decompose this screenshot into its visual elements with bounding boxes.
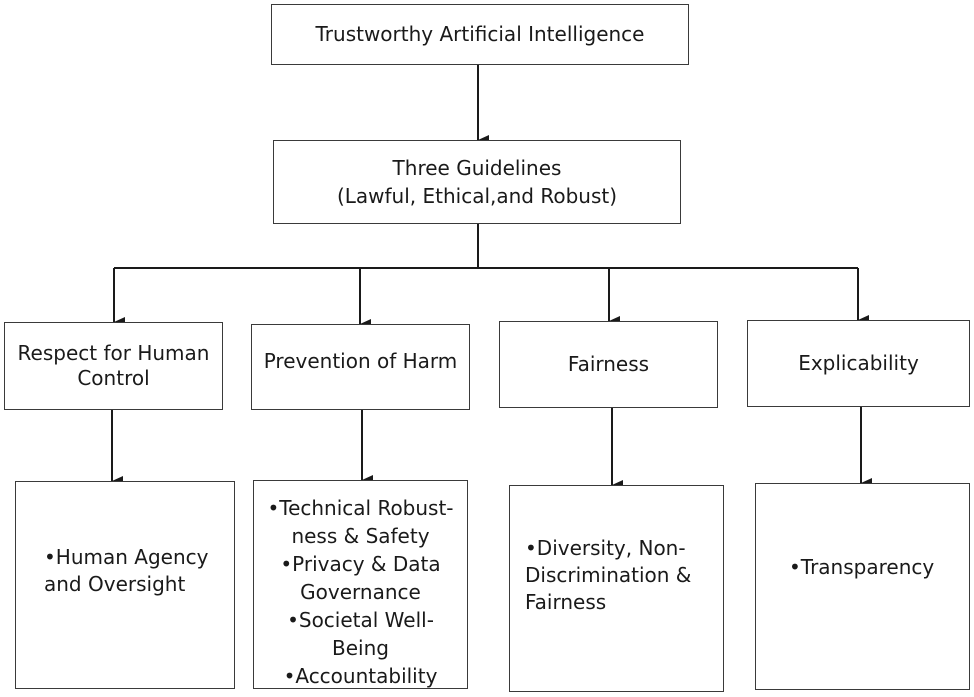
guidelines-node: Three Guidelines (Lawful, Ethical,and Ro… (273, 140, 681, 224)
requirements-list: •Transparency (789, 554, 969, 581)
principle-node: Fairness (499, 321, 718, 408)
principle-node: Explicability (747, 320, 970, 407)
guidelines-subtitle: (Lawful, Ethical,and Robust) (336, 183, 618, 208)
root-label: Trustworthy Artificial Intelligence (315, 22, 645, 46)
requirements-box: •Human Agency and Oversight (15, 481, 235, 689)
requirements-box: •Technical Robust- ness & Safety •Privac… (253, 480, 468, 689)
requirements-box: •Diversity, Non- Discrimination & Fairne… (509, 485, 724, 692)
principle-node: Respect for Human Control (4, 322, 223, 410)
requirement-item: •Accountability (283, 664, 438, 688)
requirements-box: •Transparency (755, 483, 970, 690)
requirement-item: •Societal Well- Being (287, 608, 434, 660)
principle-node: Prevention of Harm (251, 324, 470, 410)
requirement-item: •Diversity, Non- Discrimination & Fairne… (525, 536, 692, 614)
requirements-list: •Diversity, Non- Discrimination & Fairne… (525, 535, 723, 616)
requirement-item: •Human Agency and Oversight (44, 545, 209, 596)
requirements-list: •Human Agency and Oversight (44, 544, 234, 598)
principle-label: Explicability (798, 351, 919, 375)
requirement-item: •Transparency (789, 555, 935, 579)
requirements-list: •Technical Robust- ness & Safety •Privac… (254, 494, 467, 690)
principle-label: Respect for Human Control (17, 341, 210, 390)
principle-label: Prevention of Harm (263, 349, 458, 373)
principle-label: Fairness (567, 352, 650, 376)
requirement-item: •Technical Robust- ness & Safety (267, 496, 454, 548)
root-node: Trustworthy Artificial Intelligence (271, 4, 689, 65)
requirement-item: •Privacy & Data Governance (280, 552, 441, 604)
guidelines-title: Three Guidelines (392, 155, 562, 180)
